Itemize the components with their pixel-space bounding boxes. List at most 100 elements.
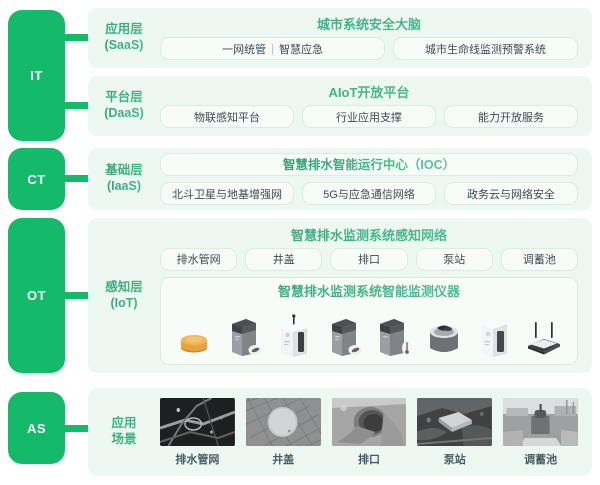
chip-iaas-1-label: 北斗卫星与地基增强网 [172,188,282,201]
layer-label-iot-line2: (IoT) [110,295,138,310]
connector-iot [63,292,91,299]
chip-saas-1-left: 一网统管 [222,43,267,56]
rail-badge-ot-label: OT [26,288,47,303]
manhole-cover-photo [245,397,321,446]
layer-label-saas-line1: 应用层 [105,22,143,37]
panel-daas: 平台层 (DaaS) AIoT开放平台 物联感知平台 行业应用支撑 能力开放服务 [88,76,592,136]
chip-row-iaas: 北斗卫星与地基增强网 5G与应急通信网络 政务云与网络安全 [160,182,578,205]
panel-saas-body: 城市系统安全大脑 一网统管 | 智慧应急 城市生命线监测预警系统 [160,16,592,60]
chip-daas-2[interactable]: 行业应用支撑 [302,105,436,128]
chip-iot-4[interactable]: 泵站 [415,247,493,271]
chip-row-daas: 物联感知平台 行业应用支撑 能力开放服务 [160,105,578,128]
outfall-photo [331,397,407,446]
layer-label-as: 应用 场景 [88,416,160,447]
scene-item-3[interactable]: 排口 [331,397,407,467]
rail-badge-it[interactable]: IT [8,10,65,141]
chip-saas-2[interactable]: 城市生命线监测预警系统 [393,37,578,60]
scene-item-2[interactable]: 井盖 [245,397,321,467]
chip-daas-1-label: 物联感知平台 [194,111,260,124]
section-title-iot: 智慧排水监测系统感知网络 [160,227,578,248]
chip-iaas-3[interactable]: 政务云与网络安全 [444,182,578,205]
manhole-cover-sensor-device-icon [422,308,466,358]
layer-label-iaas-line1: 基础层 [105,163,143,178]
rail-badge-it-label: IT [30,68,43,83]
chip-row-iot: 排水管网 井盖 排口 泵站 调蓄池 [160,247,579,271]
chip-iot-2-label: 井盖 [272,254,295,266]
scene-caption-1: 排水管网 [175,453,220,466]
chip-saas-1[interactable]: 一网统管 | 智慧应急 [160,37,386,60]
gateway-router-device-icon [522,308,566,358]
chip-daas-2-label: 行业应用支撑 [336,111,402,124]
chip-iot-1-label: 排水管网 [176,254,221,266]
layer-label-iaas-line2: (IaaS) [106,179,142,193]
connector-daas [63,102,91,109]
rail-badge-ct[interactable]: CT [8,148,65,210]
panel-as-body: 排水管网 [160,397,592,467]
instrument-box: 智慧排水监测系统智能监测仪器 [160,276,578,365]
pump-station-photo [417,397,493,446]
chip-row-saas: 一网统管 | 智慧应急 城市生命线监测预警系统 [160,37,578,60]
scene-caption-3: 排口 [357,453,380,466]
chip-iot-4-label: 泵站 [443,254,466,266]
rail-badge-ct-label: CT [27,171,46,187]
dome-sensor-device-icon [172,308,216,358]
scene-item-1[interactable]: 排水管网 [160,397,235,467]
panel-iot-body: 智慧排水监测系统感知网络 排水管网 井盖 排口 泵站 调蓄池 智慧排水监测系统智… [160,227,592,365]
scene-item-5[interactable]: 调蓄池 [503,397,578,467]
layer-label-as-line2: 场景 [111,432,137,446]
chip-iaas-3-label: 政务云与网络安全 [467,188,555,201]
layer-label-daas: 平台层 (DaaS) [88,90,160,121]
panel-as: 应用 场景 [88,388,592,476]
flow-meter-device-icon [322,308,366,358]
connector-iaas [63,175,91,182]
connector-saas [63,34,91,41]
scene-caption-5: 调蓄池 [524,453,558,466]
connector-as [63,425,91,432]
rail-badge-ot[interactable]: OT [8,218,65,373]
rail-badge-as-label: AS [26,420,47,436]
chip-iot-1[interactable]: 排水管网 [160,247,238,271]
chip-daas-1[interactable]: 物联感知平台 [160,105,294,128]
section-title-iaas: 智慧排水智能运行中心（IOC） [282,157,456,172]
chip-iaas-2-label: 5G与应急通信网络 [323,188,415,201]
panel-iaas: 基础层 (IaaS) 智慧排水智能运行中心（IOC） 北斗卫星与地基增强网 5G… [88,148,592,210]
chip-daas-3[interactable]: 能力开放服务 [444,105,578,128]
storage-tank-photo [503,397,578,446]
section-title-saas: 城市系统安全大脑 [160,16,578,37]
cabinet-controller-device-icon [472,308,516,358]
chip-saas-1-separator: | [271,42,274,55]
panel-saas: 应用层 (SaaS) 城市系统安全大脑 一网统管 | 智慧应急 城市生命线监测预… [88,8,592,68]
rail-badge-as[interactable]: AS [8,392,65,464]
panel-daas-body: AIoT开放平台 物联感知平台 行业应用支撑 能力开放服务 [160,84,592,128]
ioc-bar[interactable]: 智慧排水智能运行中心（IOC） [160,153,578,176]
chip-daas-3-label: 能力开放服务 [478,111,544,124]
layer-label-iaas: 基础层 (IaaS) [88,163,160,194]
layer-label-iot: 感知层 (IoT) [88,280,160,311]
chip-iot-5-label: 调蓄池 [522,254,556,266]
scene-item-4[interactable]: 泵站 [417,397,493,467]
layer-label-iot-line1: 感知层 [105,279,143,294]
layer-label-saas: 应用层 (SaaS) [88,22,160,53]
layer-label-saas-line2: (SaaS) [104,38,144,52]
device-row [169,306,569,358]
section-title-instruments: 智慧排水监测系统智能监测仪器 [169,283,569,304]
chip-iot-3-label: 排口 [358,254,380,266]
rain-gauge-device-icon [372,308,416,358]
chip-iot-5[interactable]: 调蓄池 [500,247,579,271]
chip-iot-2[interactable]: 井盖 [245,247,323,271]
pipe-network-photo [160,397,235,446]
layer-label-daas-line1: 平台层 [105,90,143,105]
layer-label-daas-line2: (DaaS) [104,106,144,120]
scene-thumbnail-row: 排水管网 [160,397,578,467]
chip-iaas-1[interactable]: 北斗卫星与地基增强网 [160,182,294,205]
panel-iaas-body: 智慧排水智能运行中心（IOC） 北斗卫星与地基增强网 5G与应急通信网络 政务云… [160,153,592,205]
liquid-level-meter-device-icon [222,308,266,358]
chip-iaas-2[interactable]: 5G与应急通信网络 [302,182,436,205]
white-gas-detector-device-icon [272,308,316,358]
scene-caption-4: 泵站 [443,453,466,466]
layer-label-as-line1: 应用 [111,416,137,431]
chip-iot-3[interactable]: 排口 [330,247,408,271]
chip-saas-2-label: 城市生命线监测预警系统 [425,43,547,56]
chip-saas-1-right: 智慧应急 [278,43,323,56]
